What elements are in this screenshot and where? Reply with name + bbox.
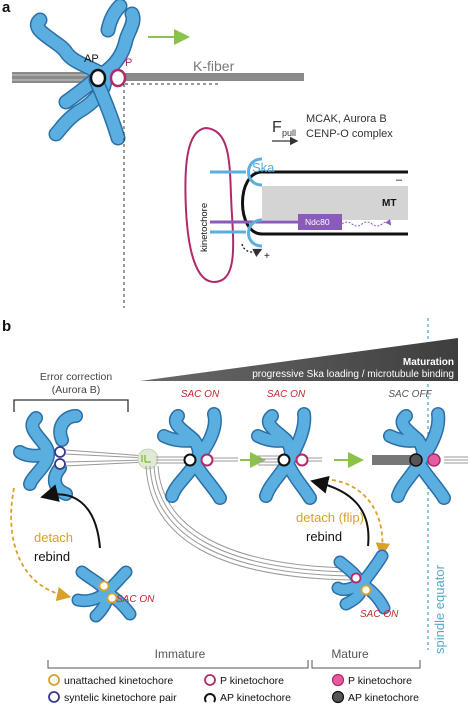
- mature-mt-right: [444, 456, 468, 464]
- syntelic-kinetochore-top: [54, 446, 66, 458]
- chromosome-2: [157, 407, 227, 505]
- mature-k-fiber: [372, 455, 414, 465]
- ap-kinetochore-3: [277, 453, 291, 467]
- legend-mature-p-swatch: [331, 673, 345, 687]
- mt-right-chromosome-2: [213, 457, 238, 462]
- f-line2: CENP-O complex: [306, 128, 393, 140]
- curved-microtubule-bundle: [145, 465, 353, 581]
- ap-kinetochore-4: [409, 453, 423, 467]
- unattached-kinetochore-2: [106, 592, 118, 604]
- pole-centrioles: [141, 455, 151, 463]
- p-kinetochore-2: [200, 453, 214, 467]
- maturation-title: Maturation: [403, 357, 454, 368]
- legend-ap-text: AP kinetochore: [220, 692, 291, 704]
- spindle-pole: [137, 448, 159, 470]
- flip-rebind-arrow: [310, 475, 370, 547]
- minus-end-label: –: [396, 174, 403, 186]
- p-kinetochore-a: [109, 68, 127, 88]
- kinetochore-outline: [184, 126, 235, 284]
- plus-end-label: +: [264, 251, 270, 262]
- legend-mature-bracket: [311, 660, 421, 669]
- legend-mature-ap-swatch: [331, 690, 345, 704]
- unattached-kinetochore-1: [98, 580, 110, 592]
- sac-on-detached: SAC ON: [116, 594, 155, 605]
- error-correction-line2: (Aurora B): [52, 384, 100, 396]
- detach-rebind-arrow: [40, 484, 101, 549]
- f-symbol: F: [272, 119, 282, 136]
- rebinding-chromosome: [331, 549, 391, 615]
- detach-label: detach: [34, 530, 73, 545]
- panel-a-label: a: [2, 0, 11, 16]
- sac-on-2: SAC ON: [267, 389, 306, 400]
- p-kinetochore-3: [295, 453, 309, 467]
- legend-mature-title: Mature: [331, 647, 369, 661]
- ndc80-complex: [210, 214, 392, 257]
- legend-mature-ap-text: AP kinetochore: [348, 692, 419, 704]
- spindle-equator-label: spindle equator: [432, 564, 447, 654]
- rebind-label-2: rebind: [306, 529, 342, 544]
- legend-immature-bracket: [47, 660, 309, 669]
- f-subscript: pull: [282, 128, 296, 138]
- error-correction-bracket: [13, 399, 129, 412]
- legend-p-text: P kinetochore: [220, 675, 284, 687]
- ap-kinetochore-2: [183, 453, 197, 467]
- ap-label: AP: [84, 53, 99, 65]
- legend-unattached-text: unattached kinetochore: [64, 675, 173, 687]
- detach-orange-arrow: [10, 487, 72, 602]
- detach-flip-label: detach (flip): [296, 510, 364, 525]
- error-correction-line1: Error correction: [40, 371, 113, 383]
- maturation-ramp: [140, 338, 458, 381]
- flip-orange-arrow: [331, 479, 391, 558]
- p-kinetochore-br: [350, 572, 362, 584]
- syntelic-microtubules: [64, 449, 147, 467]
- ska-complex: [210, 157, 263, 187]
- legend-syntelic-swatch: [48, 691, 60, 703]
- ska-label: Ska: [252, 160, 275, 175]
- legend-immature-title: Immature: [155, 647, 206, 661]
- legend-p-swatch: [204, 674, 216, 686]
- legend-mature-p-text: P kinetochore: [348, 675, 412, 687]
- f-line1: MCAK, Aurora B: [306, 113, 387, 125]
- mt-right-chromosome-3: [308, 457, 322, 462]
- chromosome-4: [383, 407, 451, 505]
- p-label: P: [125, 57, 132, 69]
- legend-ap-swatch: [204, 693, 216, 703]
- legend-unattached-swatch: [48, 674, 60, 686]
- rebind-label: rebind: [34, 549, 70, 564]
- unattached-kinetochore-br: [360, 584, 372, 596]
- sac-on-1: SAC ON: [181, 389, 220, 400]
- panel-b-label: b: [2, 318, 11, 335]
- syntelic-chromosome: [13, 409, 83, 501]
- ap-kinetochore-a: [89, 68, 107, 88]
- sac-off: SAC OFF: [388, 389, 432, 400]
- kfiber-label: K-fiber: [193, 58, 235, 74]
- legend-syntelic-text: syntelic kinetochore pair: [64, 692, 177, 704]
- maturation-subtitle: progressive Ska loading / microtubule bi…: [252, 369, 454, 380]
- ndc80-label: Ndc80: [305, 217, 330, 227]
- mt-label: MT: [382, 198, 396, 209]
- syntelic-kinetochore-bottom: [54, 458, 66, 470]
- detached-chromosome: [71, 565, 137, 623]
- k-fiber: [12, 72, 304, 83]
- p-kinetochore-4: [427, 453, 441, 467]
- kinetochore-label: kinetochore: [199, 203, 210, 252]
- chromosome-3: [251, 407, 317, 505]
- sac-on-bottom-right: SAC ON: [360, 609, 399, 620]
